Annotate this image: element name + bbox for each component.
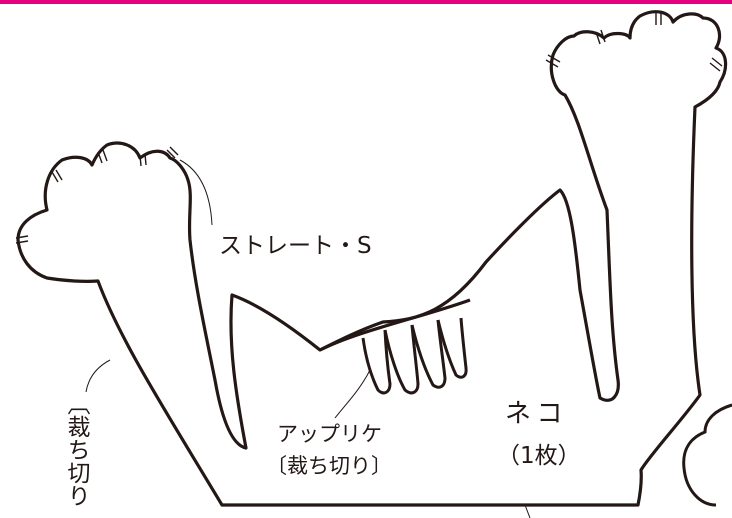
straight-stitch-label: ストレート・S bbox=[219, 233, 372, 259]
applique-cut-label: 〔裁ち切り〕 bbox=[266, 454, 392, 478]
piece-count-label: （1枚） bbox=[497, 443, 581, 469]
stitch-pointer-line bbox=[179, 159, 213, 226]
cat-back-line bbox=[319, 298, 471, 352]
applique-label: アップリケ bbox=[277, 422, 382, 446]
stripe-4 bbox=[436, 317, 468, 379]
stripe-1 bbox=[361, 329, 392, 395]
cut-pointer-line bbox=[85, 359, 111, 393]
stripe-2 bbox=[383, 324, 420, 395]
partial-paw-right bbox=[682, 403, 732, 507]
cut-edge-label: 〔裁ち切り bbox=[63, 392, 89, 507]
applique-pointer-line bbox=[334, 369, 371, 419]
stitch-ticks bbox=[15, 13, 723, 244]
stripe-3 bbox=[410, 319, 447, 389]
bottom-tick bbox=[524, 504, 531, 518]
piece-name-label: ネコ bbox=[505, 399, 569, 429]
top-rule bbox=[0, 0, 732, 4]
